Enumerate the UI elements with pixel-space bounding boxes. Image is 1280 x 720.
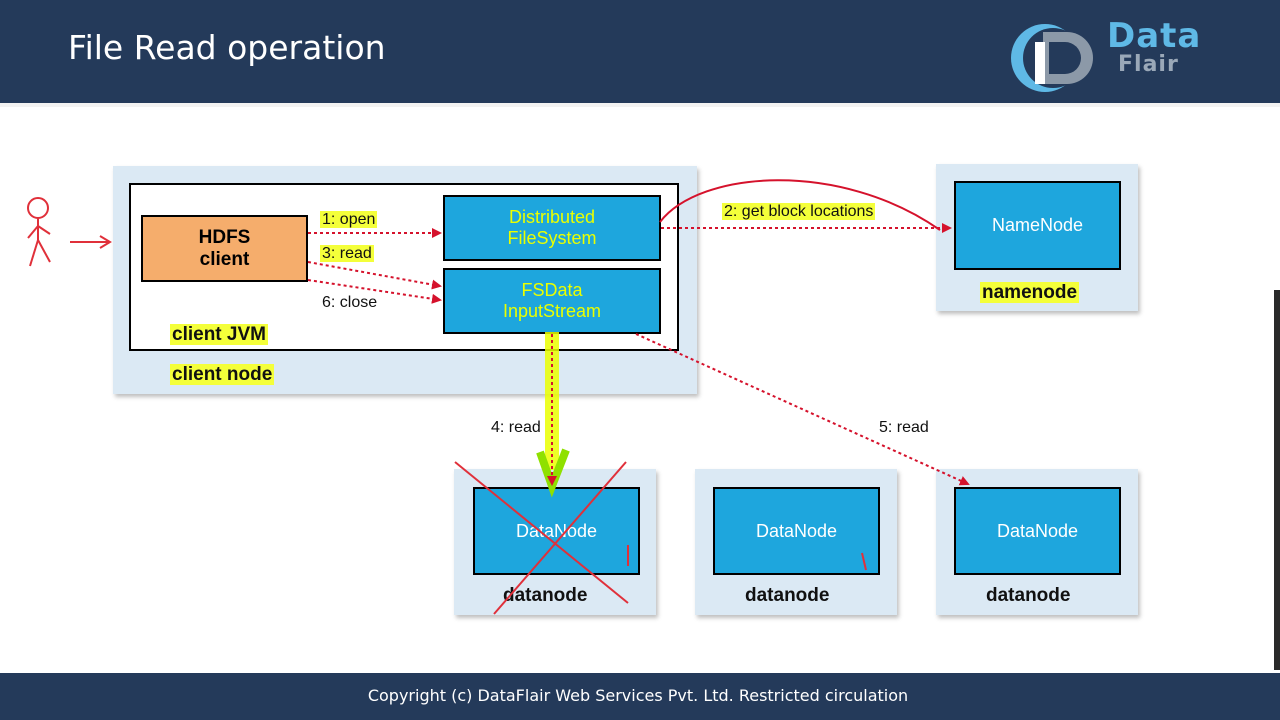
step-open-label: 1: open (320, 211, 378, 228)
user-stick-figure-icon (27, 197, 51, 267)
fsdata-line2: InputStream (502, 301, 602, 321)
step-read-client-label: 3: read (320, 245, 374, 262)
datanode-box-label-1: DataNode (515, 520, 598, 541)
hdfs-client-line2: client (199, 248, 250, 270)
datanode-box-2: DataNode (713, 487, 880, 575)
dataflair-logo-icon (1011, 24, 1093, 92)
namenode-box: NameNode (954, 181, 1121, 270)
step-get-block-locations-label: 2: get block locations (722, 203, 876, 220)
datanode-label-3: datanode (986, 585, 1071, 606)
hdfs-client-line1: HDFS (198, 226, 251, 248)
step-read-datanode-1-label: 4: read (491, 419, 541, 436)
datanode-box-label-2: DataNode (755, 520, 838, 541)
step-read-datanode-3-label: 5: read (879, 419, 929, 436)
dfs-line2: FileSystem (507, 228, 597, 248)
datanode-box-3: DataNode (954, 487, 1121, 575)
slide-footer (0, 673, 1280, 720)
logo-text-data: Data (1107, 16, 1202, 56)
dfs-line1: Distributed (508, 207, 596, 227)
header-divider (0, 103, 1280, 107)
fsdata-line1: FSData (521, 280, 583, 300)
datanode-label-2: datanode (745, 585, 830, 606)
window-edge-strip (1274, 290, 1280, 670)
slide-title: File Read operation (68, 28, 386, 67)
logo-text-flair: Flair (1118, 52, 1179, 77)
datanode-box-1: DataNode (473, 487, 640, 575)
step-close-label: 6: close (322, 294, 378, 311)
client-node-label: client node (170, 364, 275, 385)
user-arrow-icon (70, 235, 112, 249)
datanode-box-label-3: DataNode (996, 520, 1079, 541)
copyright-text: Copyright (c) DataFlair Web Services Pvt… (367, 686, 909, 705)
client-jvm-label: client JVM (170, 324, 268, 345)
namenode-box-label: NameNode (991, 215, 1084, 235)
namenode-label: namenode (980, 282, 1080, 303)
datanode-label-1: datanode (503, 585, 588, 606)
